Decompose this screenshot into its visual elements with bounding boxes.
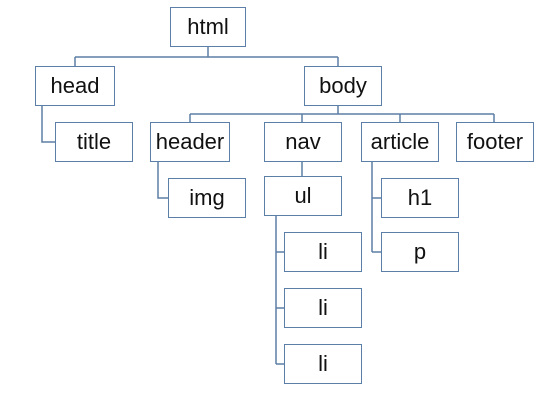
node-article: article <box>361 122 439 162</box>
edge-article-children <box>371 162 381 253</box>
edge-header-img <box>157 162 168 199</box>
node-title: title <box>55 122 133 162</box>
node-body: body <box>304 66 382 106</box>
node-footer: footer <box>456 122 534 162</box>
node-li-2: li <box>284 288 362 328</box>
edge-body-children <box>189 106 495 122</box>
edge-html-children <box>74 47 339 66</box>
node-li-3: li <box>284 344 362 384</box>
node-h1: h1 <box>381 178 459 218</box>
node-li-1: li <box>284 232 362 272</box>
edge-head-title <box>41 106 55 143</box>
node-ul: ul <box>264 176 342 216</box>
node-head: head <box>35 66 115 106</box>
node-p: p <box>381 232 459 272</box>
node-header: header <box>150 122 230 162</box>
node-nav: nav <box>264 122 342 162</box>
node-img: img <box>168 178 246 218</box>
node-html: html <box>170 7 246 47</box>
edge-ul-li <box>275 216 284 365</box>
